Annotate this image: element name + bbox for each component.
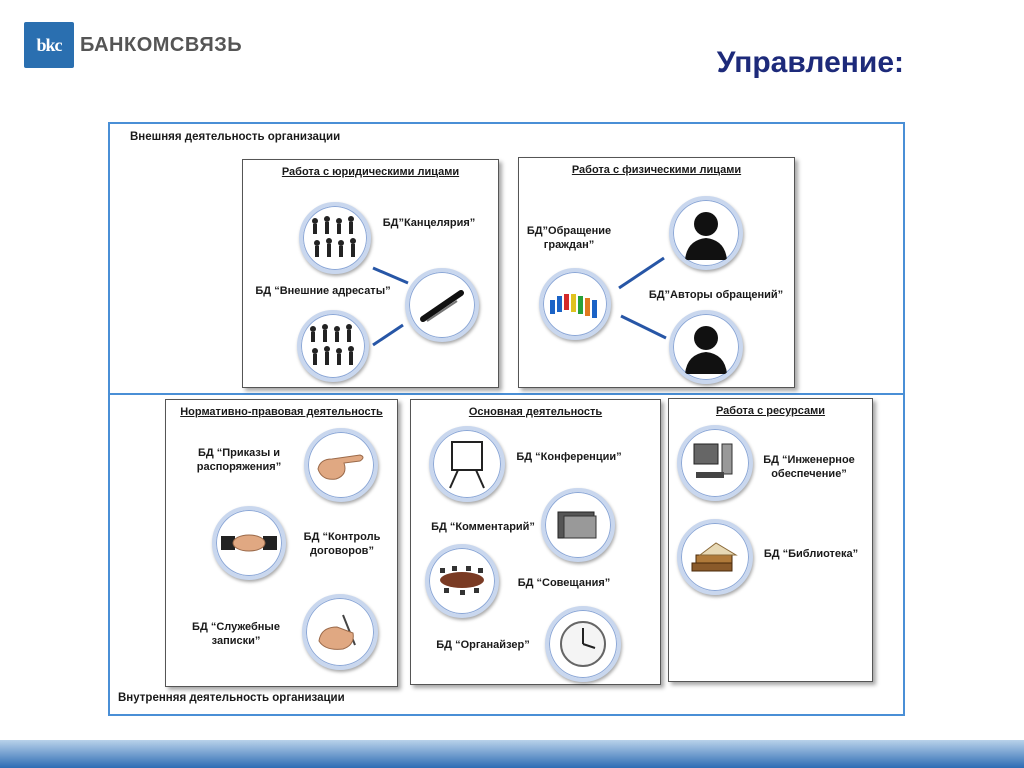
label-db-appeals: БД”Обращение граждан” xyxy=(526,225,612,251)
writing-hand-icon xyxy=(302,594,378,670)
people-crowd-icon xyxy=(297,310,369,382)
person-silhouette-icon xyxy=(669,310,743,384)
people-crowd-icon xyxy=(299,202,371,274)
label-db-memos: БД “Служебные записки” xyxy=(192,621,280,647)
panel-title: Работа с ресурсами xyxy=(715,405,826,417)
section-divider xyxy=(108,393,905,395)
label-db-organizer: БД “Органайзер” xyxy=(436,639,530,651)
label-db-contracts: БД “Контроль договоров” xyxy=(303,531,381,557)
page-title: Управление: xyxy=(716,46,904,79)
logo-text: БАНКОМСВЯЗЬ xyxy=(80,33,243,56)
fountain-pen-icon xyxy=(405,268,479,342)
logo-mark: bkc xyxy=(24,22,74,68)
books-icon xyxy=(677,519,753,595)
notebook-icon xyxy=(541,488,615,562)
connector-lines xyxy=(372,266,409,347)
label-db-chancellery: БД”Канцелярия” xyxy=(382,217,476,229)
section-label-external: Внешняя деятельность организации xyxy=(130,131,341,143)
panel-resources: Работа с ресурсами БД “Инженерное обеспе… xyxy=(668,398,873,682)
diagram-frame xyxy=(108,122,905,716)
dominoes-icon xyxy=(539,268,611,340)
panel-title: Работа с юридическими лицами xyxy=(281,166,460,178)
section-label-internal: Внутренняя деятельность организации xyxy=(118,692,345,704)
panel-legal-entities: Работа с юридическими лицами БД”Канцеляр… xyxy=(242,159,499,388)
label-db-meetings: БД “Совещания” xyxy=(517,577,611,589)
meeting-table-icon xyxy=(425,544,499,618)
label-db-orders: БД “Приказы и распоряжения” xyxy=(196,447,282,473)
label-db-library: БД “Библиотека” xyxy=(763,548,859,560)
connector-lines xyxy=(618,256,667,340)
pointing-hand-icon xyxy=(304,428,378,502)
panel-title: Нормативно-правовая деятельность xyxy=(180,406,383,418)
panel-title: Основная деятельность xyxy=(468,406,603,418)
label-db-engineering: БД “Инженерное обеспечение” xyxy=(763,454,855,480)
panel-main-activity: Основная деятельность БД “Конференции” Б… xyxy=(410,399,661,685)
clock-icon xyxy=(545,606,621,682)
company-logo: bkc БАНКОМСВЯЗЬ xyxy=(24,22,242,68)
label-db-comments: БД “Комментарий” xyxy=(431,521,535,533)
flipchart-icon xyxy=(429,426,505,502)
label-db-addressees: БД “Внешние адресаты” xyxy=(255,285,391,297)
person-silhouette-icon xyxy=(669,196,743,270)
computer-icon xyxy=(677,425,753,501)
footer-gradient-bar xyxy=(0,740,1024,768)
panel-title: Работа с физическими лицами xyxy=(571,164,742,176)
handshake-icon xyxy=(212,506,286,580)
panel-normative: Нормативно-правовая деятельность БД “При… xyxy=(165,399,398,687)
label-db-authors: БД”Авторы обращений” xyxy=(648,289,784,301)
panel-individuals: Работа с физическими лицами БД”Обращение… xyxy=(518,157,795,388)
label-db-conferences: БД “Конференции” xyxy=(516,451,622,463)
